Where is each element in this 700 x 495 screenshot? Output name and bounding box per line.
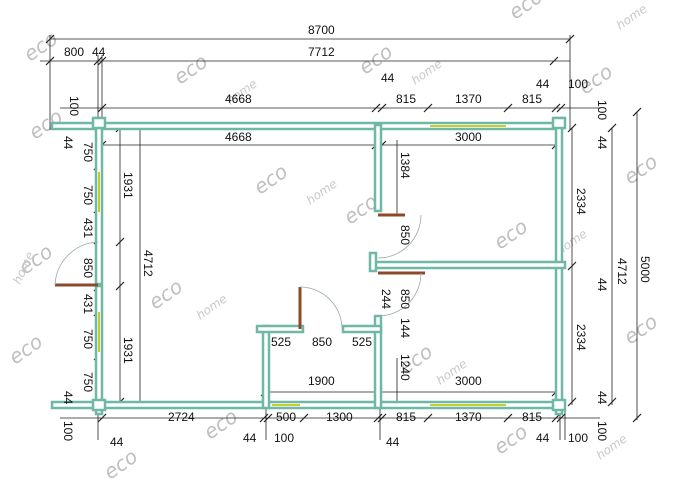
door-swing — [54, 241, 99, 286]
wall-bath-left — [261, 324, 271, 410]
dim-label: 100 — [595, 421, 609, 441]
dim-overall-width: 8700 — [308, 23, 335, 37]
dim-label: 4712 — [615, 258, 629, 285]
dim-label: 1384 — [398, 152, 412, 179]
dim-label: 100 — [568, 431, 588, 445]
dim-label: 1370 — [455, 92, 482, 106]
dimension-lines — [40, 34, 642, 440]
watermark-logo: eco — [249, 159, 292, 199]
dim-label: 144 — [398, 318, 412, 338]
dimension-labels: 8700 800 44 7712 44 44 100 100 4668 815 … — [61, 23, 652, 449]
watermark-text: home — [194, 291, 230, 322]
dim-label: 100 — [67, 96, 81, 116]
dim-label: 815 — [396, 410, 416, 424]
dim-label: 244 — [379, 289, 393, 309]
watermark-logo: eco — [4, 329, 47, 369]
dim-label: 100 — [274, 431, 294, 445]
dim-label: 815 — [522, 410, 542, 424]
watermark-text: home — [614, 1, 650, 32]
dim-label: 525 — [352, 335, 372, 349]
dim-label: 1931 — [121, 172, 135, 199]
dim-label: 431 — [81, 294, 95, 314]
dim-label: 1370 — [455, 410, 482, 424]
dim-label: 1240 — [398, 354, 412, 381]
dim-label: 1300 — [326, 410, 353, 424]
corner-post — [551, 398, 567, 412]
dim-label: 44 — [61, 136, 75, 150]
corner-post — [551, 116, 567, 130]
dim-label: 44 — [61, 391, 75, 405]
dim-label: 750 — [81, 329, 95, 349]
dim-label: 44 — [243, 431, 257, 445]
windows — [98, 125, 506, 406]
watermark-logo: eco — [619, 309, 662, 349]
dim-label: 44 — [536, 431, 550, 445]
wall-center-upper — [373, 123, 383, 213]
watermark-logo: eco — [504, 0, 547, 24]
dim-label: 44 — [381, 71, 395, 85]
wall-bath-top-left — [255, 324, 305, 334]
dim-label: 44 — [92, 45, 106, 59]
dim-label: 1931 — [121, 337, 135, 364]
corner-post — [91, 398, 107, 412]
dim-label: 44 — [595, 278, 609, 292]
dim-label: 2334 — [574, 188, 588, 215]
dim-label: 5000 — [638, 256, 652, 283]
dim-label: 750 — [81, 142, 95, 162]
dim-label: 7712 — [308, 45, 335, 59]
dim-label: 815 — [522, 92, 542, 106]
watermark-logo: eco — [144, 274, 187, 314]
watermark-text: home — [304, 176, 340, 207]
dim-label: 2334 — [574, 324, 588, 351]
dim-label: 431 — [81, 218, 95, 238]
dim-label: 44 — [386, 435, 400, 449]
dim-label: 500 — [276, 410, 296, 424]
dim-label: 100 — [61, 421, 75, 441]
watermark-logo: eco — [169, 49, 212, 89]
door-swing — [299, 286, 343, 330]
dim-label: 4668 — [225, 92, 252, 106]
dim-label: 750 — [81, 185, 95, 205]
watermark-logo: eco — [489, 419, 532, 459]
dim-label: 4668 — [225, 130, 252, 144]
dim-label: 44 — [110, 435, 124, 449]
dim-label: 100 — [568, 77, 588, 91]
wall-post — [368, 251, 378, 273]
watermark-logo: eco — [619, 149, 662, 189]
dim-label: 850 — [81, 258, 95, 278]
dim-label: 800 — [64, 45, 84, 59]
watermark-logo: eco — [199, 404, 242, 444]
dim-label: 4712 — [141, 250, 155, 277]
corner-post — [91, 116, 107, 130]
dim-label: 815 — [396, 92, 416, 106]
dim-label: 850 — [398, 289, 412, 309]
dim-label: 3000 — [455, 374, 482, 388]
doors — [54, 213, 425, 330]
dim-label: 1900 — [308, 374, 335, 388]
dim-label: 850 — [312, 335, 332, 349]
wall-right-partition — [373, 260, 567, 270]
dim-label: 750 — [81, 372, 95, 392]
watermark-logo: eco — [19, 26, 62, 66]
wall-bath-top-right — [341, 324, 383, 334]
watermark-logo: eco — [489, 214, 532, 254]
dim-label: 525 — [271, 335, 291, 349]
door-swing — [377, 214, 422, 259]
dim-label: 44 — [536, 77, 550, 91]
dim-label: 850 — [398, 225, 412, 245]
dim-label: 44 — [595, 136, 609, 150]
dim-label: 100 — [595, 100, 609, 120]
dim-label: 44 — [595, 391, 609, 405]
dim-label: 3000 — [455, 130, 482, 144]
watermark-logo: eco — [99, 444, 142, 484]
walls — [50, 116, 567, 416]
door-swing — [377, 272, 422, 317]
dim-label: 2724 — [168, 410, 195, 424]
